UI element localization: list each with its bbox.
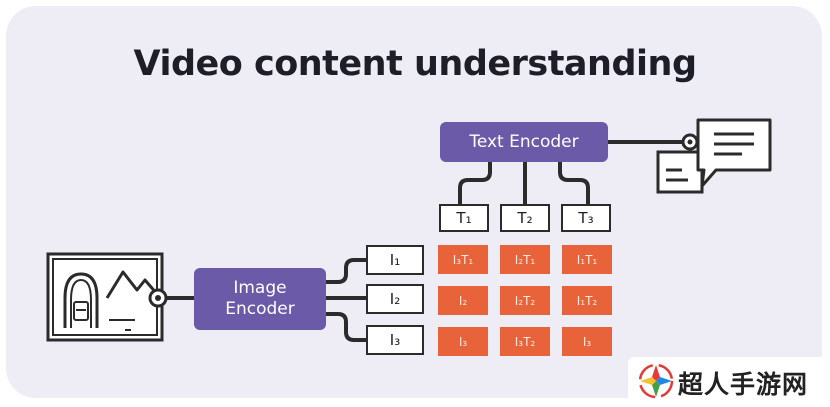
matrix-cell: I₁T₁ [562,245,612,274]
image-token-box: I₂ [366,284,424,314]
matrix-cell: I₃ [562,327,612,356]
image-encoder-label: Image Encoder [225,278,295,319]
chat-bubble-icon [656,118,772,194]
matrix-cell: I₂T₁ [500,245,550,274]
matrix-cell: I₂ [438,286,488,315]
matrix-cell: I₃ [438,327,488,356]
logo-icon [638,363,674,399]
image-token-box: I₁ [366,245,424,275]
text-token-box: T₃ [561,204,611,232]
text-encoder-label: Text Encoder [469,131,579,152]
watermark: 超人手游网 [628,357,830,407]
image-token-box: I₃ [366,325,424,355]
matrix-cell: I₂T₂ [500,286,550,315]
matrix-cell: I₃T₂ [500,327,550,356]
diagram-title: Video content understanding [133,44,697,84]
video-frame-icon [46,252,168,342]
text-encoder-box: Text Encoder [440,122,608,162]
text-token-box: T₁ [439,204,489,232]
image-encoder-box: Image Encoder [194,268,326,330]
matrix-cell: I₃T₁ [438,245,488,274]
watermark-text: 超人手游网 [678,370,809,399]
text-token-box: T₂ [500,204,550,232]
matrix-cell: I₁T₂ [562,286,612,315]
